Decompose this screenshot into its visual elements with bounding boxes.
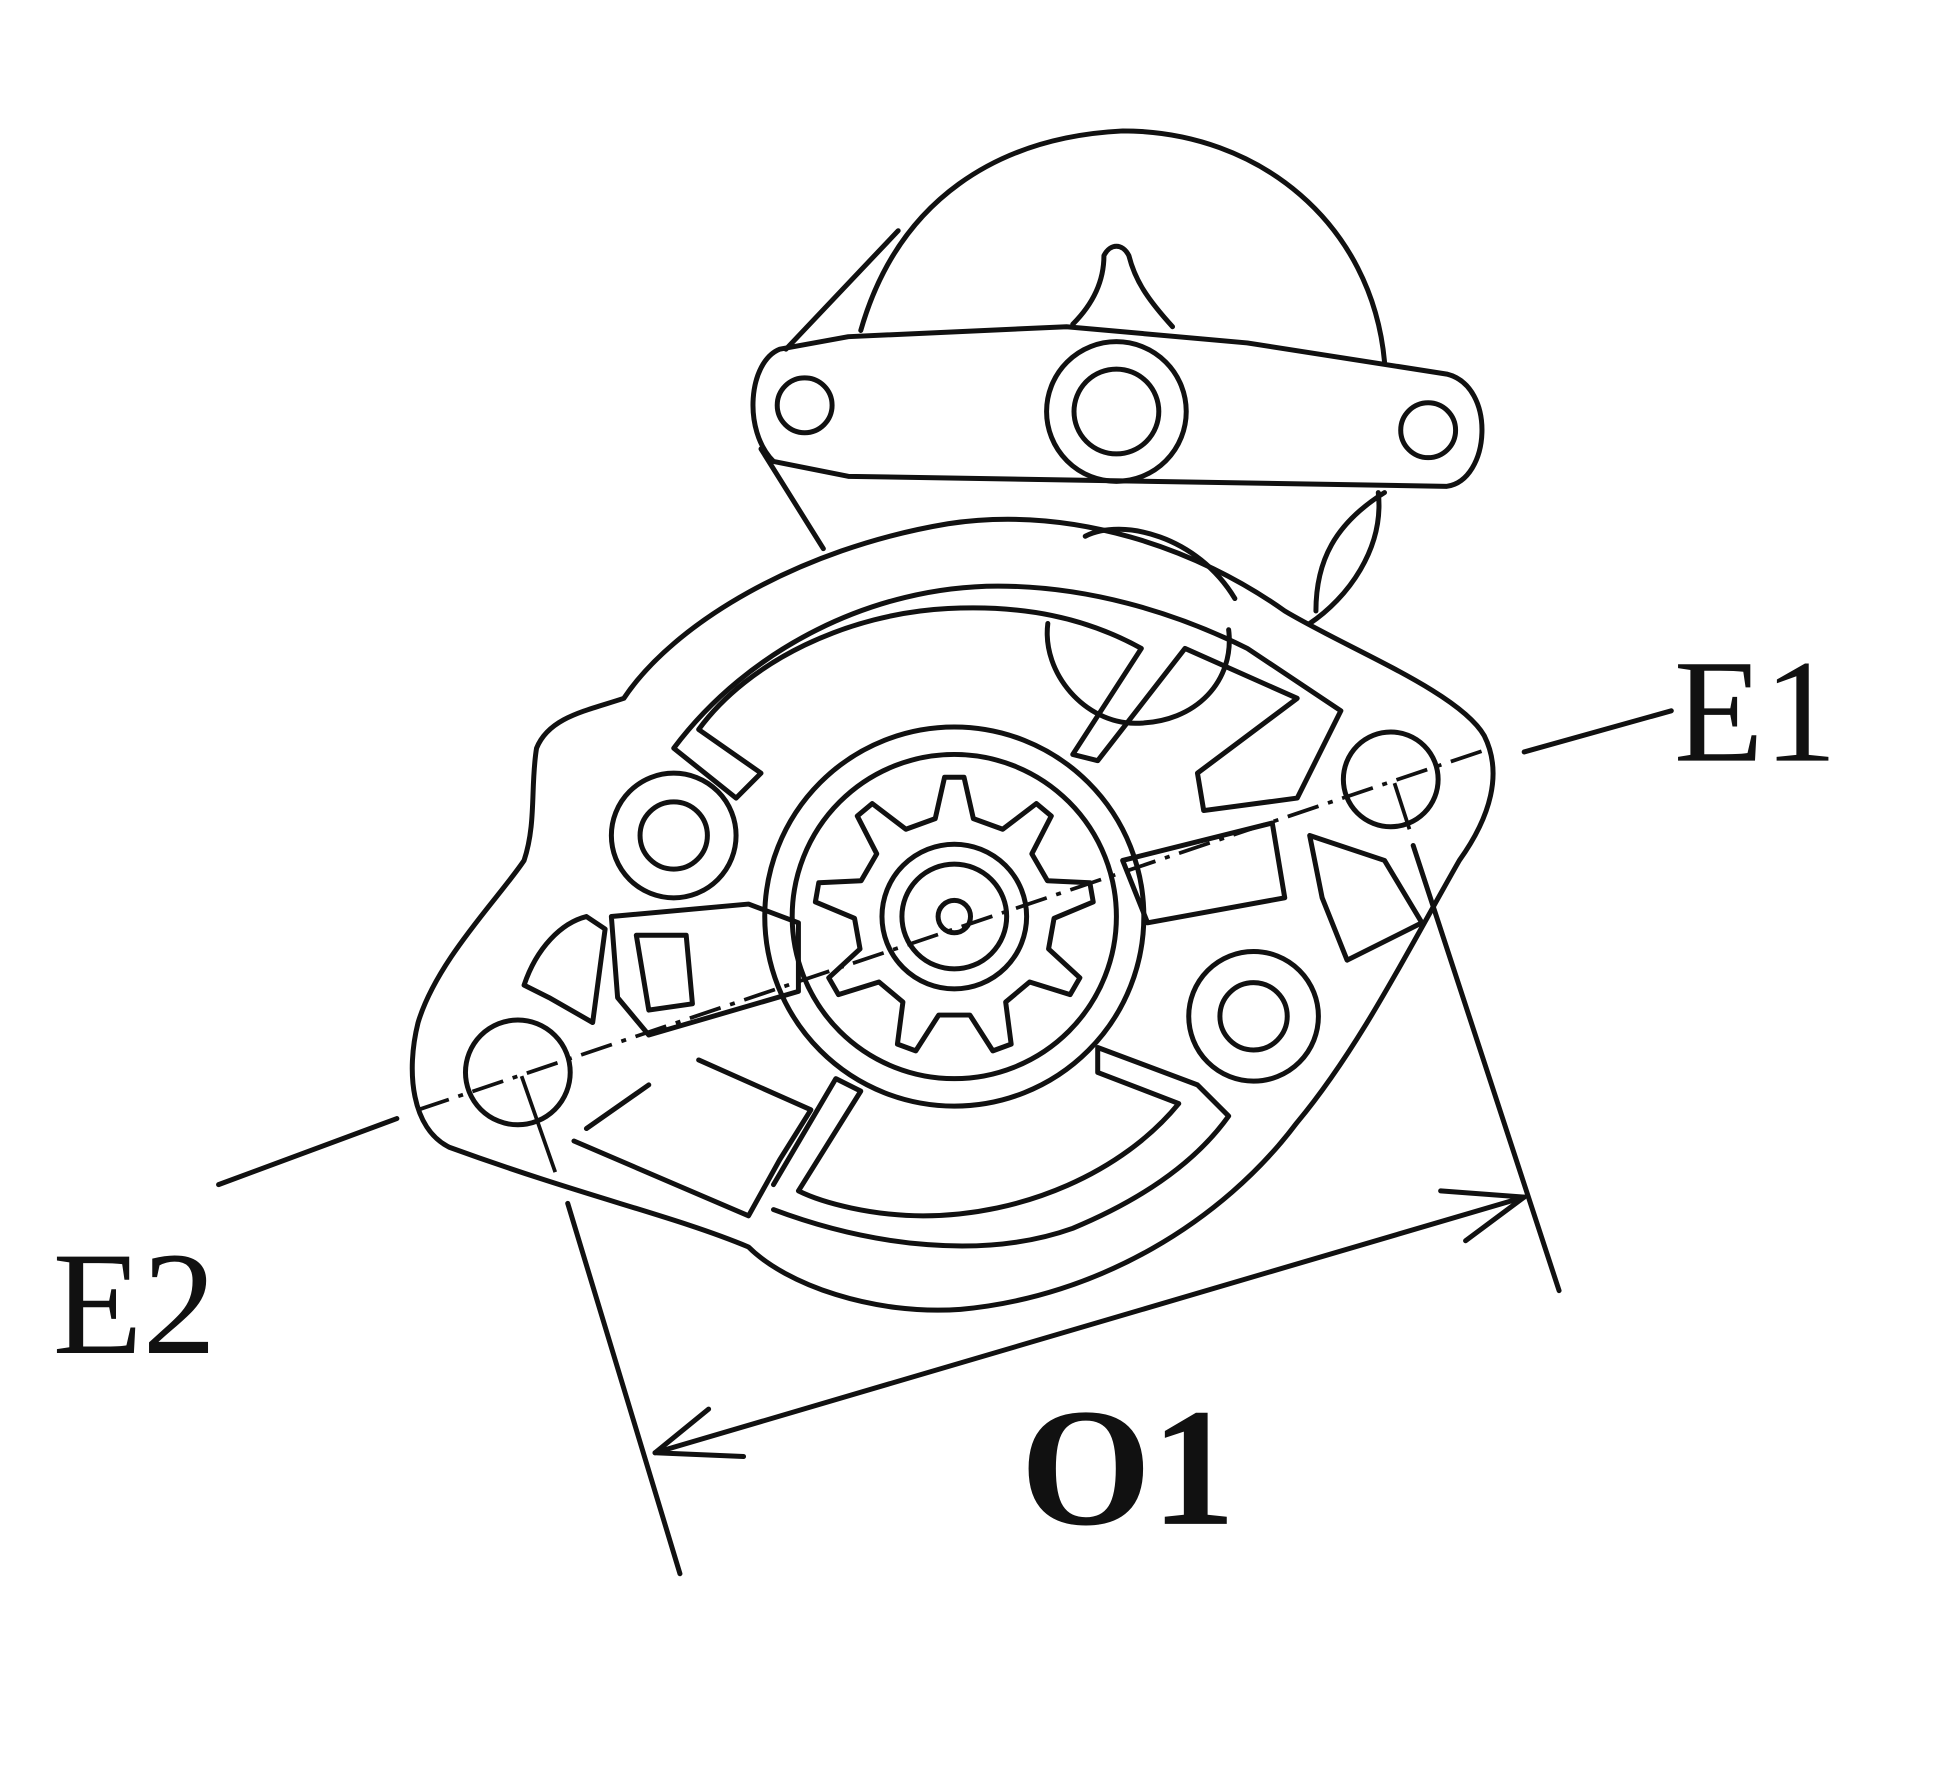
- label-e2: E2: [53, 1222, 216, 1385]
- dimension-line-o1: [652, 1194, 1527, 1456]
- mount-hole-e1: [1340, 729, 1441, 830]
- bolt-boss-lower-right: [1186, 948, 1321, 1084]
- mounting-bracket: [750, 324, 1485, 489]
- bolt-hole-upper-left: [637, 799, 710, 872]
- housing-left-lug: [521, 914, 608, 1026]
- bracket-hole-left: [774, 375, 835, 436]
- housing-lower-web: [571, 1044, 1232, 1249]
- bracket-boss-center: [1044, 339, 1189, 484]
- front-housing-outline: [409, 516, 1496, 1313]
- bolt-hole-lower-right: [1217, 980, 1290, 1053]
- terminal-tab: [1070, 243, 1176, 330]
- bracket-hole-right: [1398, 400, 1459, 461]
- dimension-arrow-left: [652, 1406, 747, 1459]
- pinion-housing-inner: [789, 751, 1119, 1082]
- mount-hole-e2: [462, 1017, 573, 1128]
- shift-lever-slot: [608, 820, 1425, 1038]
- e2-hole-tick: [519, 1075, 558, 1173]
- label-e1: E1: [1674, 630, 1837, 793]
- mounting-centerline: [417, 746, 1492, 1112]
- solenoid-stud: [1044, 526, 1238, 726]
- e2-leader-line: [216, 1116, 400, 1188]
- dimension-extension-left: [565, 1200, 683, 1577]
- e1-leader-line: [1521, 708, 1674, 755]
- e1-hole-tick: [1392, 782, 1412, 830]
- bolt-boss-upper-left: [608, 770, 739, 901]
- bracket-hole-center: [1071, 366, 1162, 457]
- pinion-housing: [762, 724, 1147, 1109]
- dimension-extension-right: [1410, 842, 1562, 1294]
- housing-upper-web: [671, 583, 1344, 814]
- label-o1: O1: [1020, 1375, 1235, 1561]
- pinion-hub-outer: [879, 841, 1030, 992]
- dimension-arrow-right: [1438, 1188, 1527, 1244]
- pinion-gear: [812, 774, 1096, 1054]
- pinion-shaft: [935, 897, 973, 936]
- pinion-hub-inner: [899, 861, 1010, 972]
- motor-body-outline: [758, 128, 1388, 626]
